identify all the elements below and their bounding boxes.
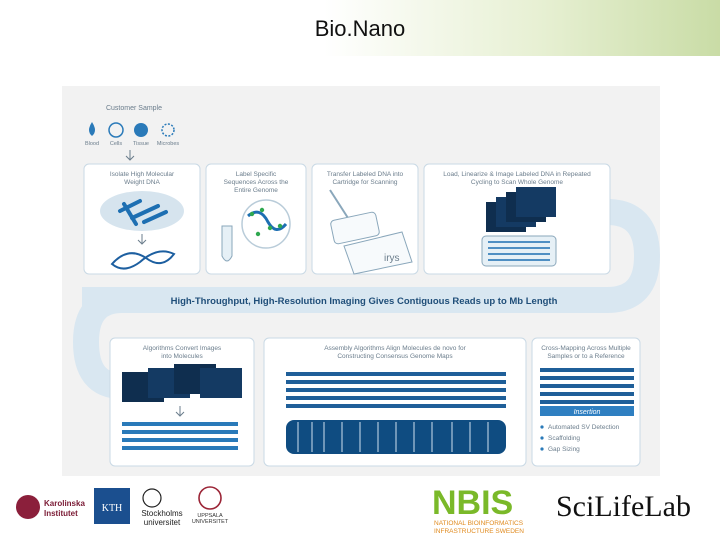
page-title: Bio.Nano — [314, 16, 406, 41]
step-label-transfer-line-1: Transfer Labeled DNA into — [327, 171, 404, 178]
sample-label-tissue: Tissue — [133, 141, 149, 147]
nbis-logo-text: NBIS — [432, 484, 513, 522]
cartridge-icon — [330, 211, 380, 245]
bullet-sv-detection: Automated SV Detection — [548, 424, 620, 431]
insertion-bar — [540, 406, 634, 416]
workflow-loop-track — [82, 199, 660, 313]
cells-icon — [108, 122, 124, 138]
dna-tube-icon — [100, 191, 184, 231]
cross-mapping-maps — [540, 368, 634, 404]
labeled-dna-strand-icon — [247, 210, 288, 231]
sample-icons — [89, 122, 175, 138]
sample-label-microbes: Microbes — [157, 141, 180, 147]
dna-coil-icon — [110, 250, 176, 270]
nanochannel-lines — [488, 241, 550, 261]
down-arrow-icon — [175, 406, 185, 417]
scilifelab-logo-text: SciLifeLab — [556, 490, 691, 523]
step-label-transfer-line-2: Cartridge for Scanning — [332, 179, 397, 186]
irys-device-label: irys — [384, 253, 400, 264]
uppsala-seal-icon — [198, 486, 222, 510]
bionano-workflow-figure: Customer Sample Blood Cells Tissue Micro… — [62, 86, 660, 476]
title-bar — [0, 0, 720, 56]
stockholm-crest-icon — [142, 488, 162, 508]
test-tube-icon — [221, 225, 233, 262]
stockholm-name-line-1: Stockholms — [141, 509, 182, 518]
step-label-isolate-line-1: Isolate High Molecular — [110, 171, 175, 178]
step-label-assembly-line-1: Assembly Algorithms Align Molecules de n… — [324, 345, 466, 352]
workflow-banner: High-Throughput, High-Resolution Imaging… — [171, 296, 558, 307]
kth-logo-icon — [94, 488, 130, 524]
microbes-icon — [161, 123, 175, 137]
blood-drop-icon — [89, 122, 95, 136]
step-label-cross-line-2: Samples or to a Reference — [547, 353, 625, 360]
label-dots-icon — [249, 207, 283, 237]
step-label-convert-line-1: Algorithms Convert Images — [143, 345, 222, 352]
uppsala-name-line-1: UPPSALA — [197, 513, 223, 519]
sample-label-cells: Cells — [110, 141, 122, 147]
pipette-icon — [329, 189, 349, 219]
bullet-scaffolding: Scaffolding — [548, 435, 580, 442]
step-label-cross-line-1: Cross-Mapping Across Multiple — [541, 345, 631, 352]
workflow-loop-track-left — [72, 287, 123, 399]
tissue-icon — [134, 123, 148, 137]
down-arrow-icon — [125, 150, 135, 161]
step-label-label-line-3: Entire Genome — [234, 187, 278, 194]
step-label-convert-line-2: into Molecules — [161, 353, 203, 360]
step-label-isolate-line-2: Weight DNA — [124, 179, 160, 186]
bullet-gap-sizing: Gap Sizing — [548, 446, 580, 453]
customer-sample-label: Customer Sample — [106, 105, 162, 112]
step-label-assembly-line-2: Constructing Consensus Genome Maps — [337, 353, 453, 360]
step-label-label-line-1: Label Specific — [236, 171, 277, 178]
molecule-maps — [122, 422, 238, 450]
bullet-list — [540, 425, 544, 451]
nanochannel-chip-icon — [481, 235, 557, 267]
down-arrow-icon — [137, 234, 147, 245]
karolinska-name-line-1: Karolinska — [44, 499, 85, 508]
labeled-dna-magnifier-icon — [241, 199, 291, 249]
karolinska-name-line-2: Institutet — [44, 509, 78, 518]
aligned-molecules — [286, 372, 506, 408]
workflow-diagram: Customer Sample Blood Cells Tissue Micro… — [72, 105, 660, 467]
converted-images-stack — [122, 364, 242, 402]
scan-images-stack — [486, 187, 556, 232]
nbis-subtitle-line-2: INFRASTRUCTURE SWEDEN — [434, 528, 524, 535]
logo-footer: Karolinska Institutet KTH Stockholms uni… — [0, 476, 720, 540]
insertion-label: Insertion — [574, 409, 601, 416]
partner-logos: Karolinska Institutet KTH Stockholms uni… — [16, 484, 691, 535]
sample-label-blood: Blood — [85, 141, 99, 147]
consensus-barcode-lines — [297, 422, 489, 452]
step-label-label-line-2: Sequences Across the — [224, 179, 289, 186]
step-label-image-line-2: Cycling to Scan Whole Genome — [471, 179, 564, 186]
kth-logo-text: KTH — [102, 503, 123, 514]
nbis-subtitle-line-1: NATIONAL BIOINFORMATICS — [434, 520, 524, 527]
irys-device-icon — [343, 231, 413, 275]
karolinska-logo-icon — [16, 495, 40, 519]
stockholm-name-line-2: universitet — [144, 518, 181, 527]
uppsala-name-line-2: UNIVERSITET — [192, 519, 229, 525]
dna-strands-icon — [118, 199, 168, 226]
step-label-image-line-1: Load, Linearize & Image Labeled DNA in R… — [443, 171, 591, 178]
